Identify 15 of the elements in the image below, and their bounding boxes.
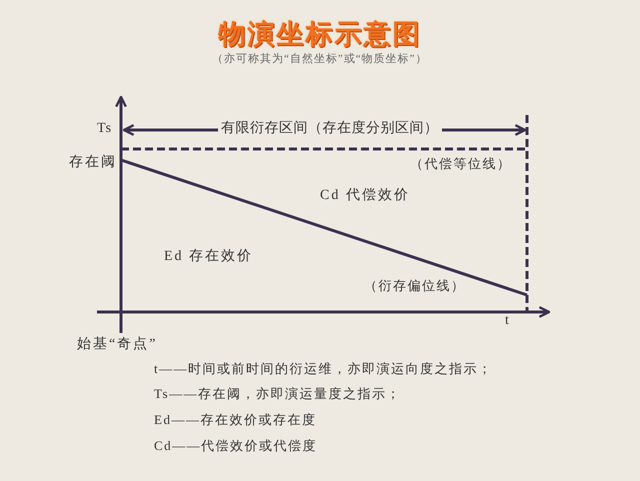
definition-text: Cd——代偿效价或代偿度: [154, 439, 318, 454]
region-label: Ed 存在效价: [164, 249, 254, 266]
definition-text: Ts——存在阈，亦即演运量度之指示；: [154, 387, 402, 402]
line-label: （衍存偏位线）: [364, 279, 466, 294]
axis-label: 存在阈: [69, 155, 117, 172]
axis-label: Ts: [97, 121, 112, 138]
definition-text: t——时间或前时间的衍运维，亦即演运向度之指示；: [154, 362, 493, 377]
definition-text: Ed——存在效价或存在度: [154, 413, 316, 428]
subtitle: （亦可称其为“自然坐标”或“物质坐标”）: [212, 53, 428, 66]
origin-label: 始基“奇点”: [77, 337, 158, 354]
line-label: （代偿等位线）: [410, 157, 512, 172]
axis-label: t: [505, 313, 509, 330]
interval-label: 有限衍存区间（存在度分别区间）: [218, 121, 442, 138]
title-heading: 物演坐标示意图: [218, 19, 422, 50]
region-label: Cd 代偿效价: [320, 188, 410, 204]
